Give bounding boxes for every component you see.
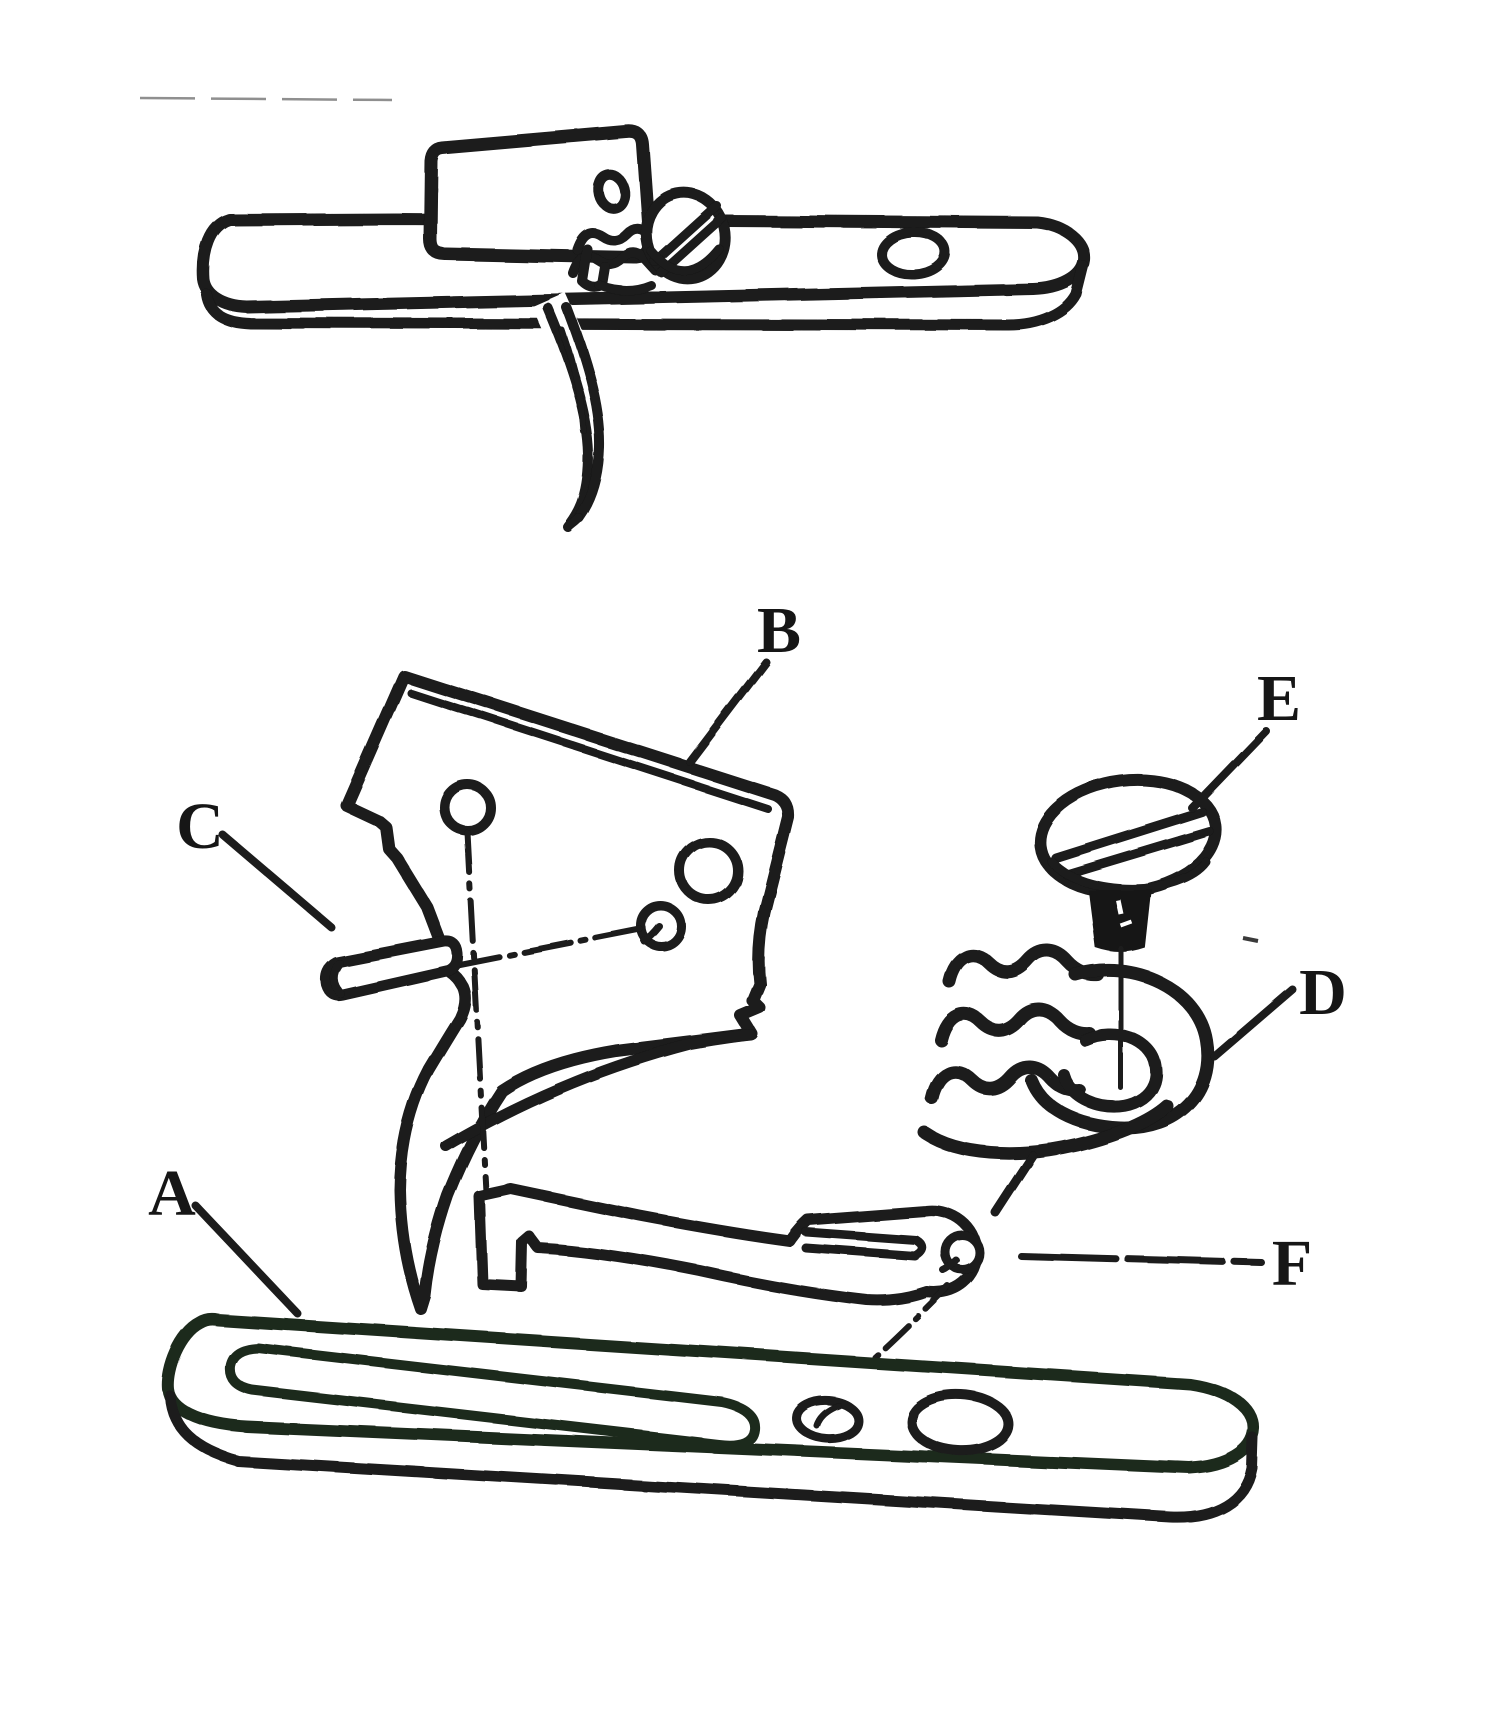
sear-hole-tail [940,1257,961,1275]
adjusting-screw-E [1034,774,1222,1091]
label-F: F [1272,1227,1312,1300]
trigger-plate-A [161,1313,1260,1523]
label-C: C [176,790,224,863]
spring-loop-outer [1024,964,1214,1135]
trigger-pin-C [320,935,463,1000]
plate-small-hole [791,1395,863,1443]
spring-to-sear-line [991,1151,1038,1218]
sear-to-plate-centerline [830,1283,951,1410]
body-pivot-hole-tail [640,922,663,945]
spring-lower-edge [918,1099,1174,1160]
leader-line-C [219,831,335,931]
pin-end-cap-line [329,959,344,997]
label-E: E [1257,662,1301,735]
label-A: A [148,1157,196,1230]
assembled-trigger-group-view [197,125,1091,532]
label-B: B [757,594,801,667]
trigger-spring-D [918,944,1214,1218]
label-D: D [1299,956,1347,1029]
plate-slot [224,1343,760,1450]
drawing-group [161,125,1296,1523]
body-hole-small [439,779,495,835]
block-hole [592,169,630,213]
vertical-centerline [464,829,489,1195]
horizontal-centerline [449,926,643,969]
trigger-body-B [341,670,795,1315]
leader-line-F [1017,1252,1266,1267]
leader-line-E [1188,727,1270,812]
assembled-trigger-blade [543,303,606,532]
assembled-plate-thickness-edge [201,260,1089,331]
plate-oval-hole [906,1389,1014,1457]
plate-small-hole-tail [813,1402,841,1428]
scan-artifact-line [139,96,393,102]
body-top-edge-inner-line [407,689,772,813]
screw-shank-highlight [1114,898,1123,914]
leader-line-B [686,658,770,766]
screw-shank-highlight-2 [1119,919,1132,927]
assembled-spring [569,224,664,296]
sear-lever-F [473,1183,985,1306]
leader-line-A [192,1202,302,1318]
assembled-plate-oval-hole [876,226,950,280]
plate-thickness-edge [164,1390,1259,1523]
leader-line-D [1210,985,1296,1060]
scan-artifact-dash [1242,936,1259,943]
spring-loop-inner [1058,1028,1163,1114]
body-hole-large [675,837,743,905]
body-bow-strip-line [440,1029,757,1152]
sear-fork-slot [801,1227,927,1261]
assembled-screw-head [641,187,731,285]
